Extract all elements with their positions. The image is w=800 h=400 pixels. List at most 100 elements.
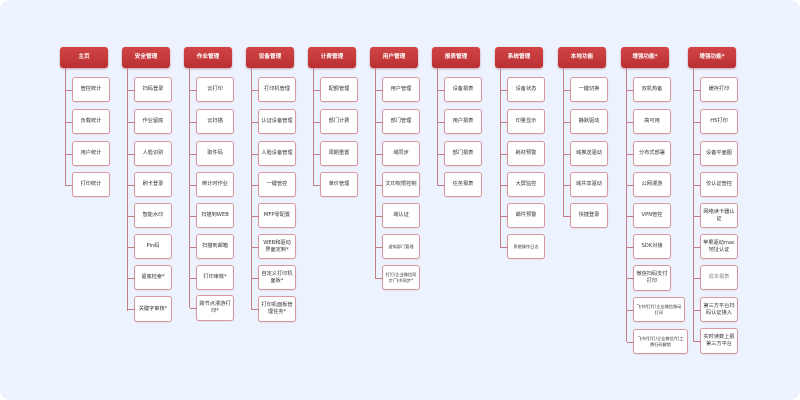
- feature-node: 扫码登录: [128, 77, 172, 102]
- feature-node: 留底检索*: [128, 265, 172, 290]
- feature-node: 飞书/钉钉/企业微信移动打印: [627, 297, 685, 322]
- column-security: 安全管理 扫码登录 作业留底 人脸识别 刷卡登录 智能水印 Pin码 留底检索*…: [122, 47, 172, 322]
- feature-node: 云扫描: [190, 109, 234, 134]
- feature-node: 虚拟部门管理: [376, 234, 420, 259]
- feature-node: 设备状态: [501, 77, 545, 102]
- column-header: 增强功能*: [688, 47, 736, 68]
- feature-node: 负载统计: [66, 109, 110, 134]
- feature-node: 人脸设备管理: [252, 141, 296, 166]
- feature-node: 取件码: [190, 141, 234, 166]
- feature-node: 域认证: [376, 203, 420, 228]
- column-header: 用户管理: [370, 47, 418, 68]
- column-header: 计费管理: [308, 47, 356, 68]
- feature-node: 仅认证管控: [694, 172, 738, 197]
- feature-node: 苹果驱动mac地址认证: [694, 234, 738, 259]
- feature-node: 配额管理: [314, 77, 358, 102]
- feature-node: H5打印: [694, 109, 738, 134]
- feature-node: 快捷登录: [564, 203, 608, 228]
- feature-node: 钉钉/企业微信同步/飞书同步*: [376, 265, 420, 290]
- feature-node: 双机热备: [627, 77, 671, 102]
- connector-line: [189, 68, 190, 308]
- feature-node: 一键管控: [252, 172, 296, 197]
- feature-node: 微信扫码支付打印: [627, 265, 671, 291]
- feature-node: 打印机管理: [252, 77, 296, 102]
- feature-node: 智能水印: [128, 203, 172, 228]
- column-billing: 计费管理 配额管理 部门计费 周期重置 单价管理: [308, 47, 358, 197]
- feature-node: 邮件预警: [501, 203, 545, 228]
- column-local: 本地功能 一键切换 静默驱动 域推送驱动 域共享驱动 快捷登录: [558, 47, 608, 228]
- feature-node: 自定义打印机面板*: [252, 265, 296, 290]
- column-enhanced-1: 增强功能* 双机热备 高可用 分布式部署 公网漫游 VPN管控 SDK对接 微信…: [621, 47, 688, 354]
- feature-node: SDK对接: [627, 234, 671, 259]
- connector-line: [65, 68, 66, 186]
- feature-node: 高可用: [627, 109, 671, 134]
- connector-line: [500, 68, 501, 248]
- feature-node: 打印机面板管理任务*: [252, 296, 296, 322]
- column-report: 报表管理 设备报表 用户报表 部门报表 任务报表: [432, 47, 482, 197]
- feature-node: 域推送驱动: [564, 141, 608, 166]
- feature-node: 任务报表: [438, 172, 482, 197]
- column-home: 主页 管控统计 负载统计 用户统计 打印统计: [60, 47, 110, 197]
- connector-line: [693, 68, 694, 342]
- feature-node: 刷卡登录: [128, 172, 172, 197]
- column-enhanced-2: 增强功能* 缓存打印 H5打印 设备平面图 仅认证管控 网络读卡器认证 苹果驱动…: [688, 47, 738, 354]
- column-job: 作业管理 云打印 云扫描 取件码 倒计时作业 扫描到WEB 扫描到邮箱 打印审核…: [184, 47, 234, 321]
- feature-node: MFP零配置: [252, 203, 296, 228]
- feature-node: 用户统计: [66, 141, 110, 166]
- feature-node: 静默驱动: [564, 109, 608, 134]
- feature-node: 打印审核*: [190, 265, 234, 290]
- feature-node: 实时读数上报第三方平台: [694, 328, 738, 354]
- column-device: 设备管理 打印机管理 认证设备管理 人脸设备管理 一键管控 MFP零配置 WEB…: [246, 47, 296, 322]
- feature-node: 云打印: [190, 77, 234, 102]
- connector-line: [437, 68, 438, 186]
- feature-node: 设备平面图: [694, 141, 738, 166]
- column-header: 报表管理: [432, 47, 480, 68]
- feature-node: 大屏监控: [501, 172, 545, 197]
- feature-node: 关键字审核*: [128, 296, 172, 322]
- feature-node: 公网漫游: [627, 172, 671, 197]
- feature-node: 系统操作日志: [501, 234, 545, 259]
- feature-node: WEB和驱动界面定制*: [252, 234, 296, 259]
- column-header: 增强功能*: [621, 47, 669, 68]
- feature-node: 部门管理: [376, 109, 420, 134]
- feature-node: 扫描到邮箱: [190, 234, 234, 259]
- feature-node: 印量显示: [501, 109, 545, 134]
- column-header: 主页: [60, 47, 108, 68]
- connector-line: [251, 68, 252, 310]
- connector-line: [563, 68, 564, 217]
- feature-node: 分布式部署: [627, 141, 671, 166]
- feature-node: 第三方平台扫码认证接入: [694, 297, 738, 322]
- column-system: 系统管理 设备状态 印量显示 耗材预警 大屏监控 邮件预警 系统操作日志: [495, 47, 545, 259]
- column-header: 本地功能: [558, 47, 606, 68]
- column-header: 系统管理: [495, 47, 543, 68]
- column-header: 安全管理: [122, 47, 170, 68]
- feature-node: 缓存打印: [694, 77, 738, 102]
- connector-line: [127, 68, 128, 311]
- feature-node: 人脸识别: [128, 141, 172, 166]
- feature-node: 网络读卡器认证: [694, 203, 738, 228]
- feature-node: 扫描到WEB: [190, 203, 234, 228]
- feature-node: VPN管控: [627, 203, 671, 228]
- feature-node: 飞书/钉钉/企业微信/钉工牌扫码解锁: [627, 329, 688, 354]
- feature-node: 成本报表: [694, 265, 738, 290]
- connector-line: [626, 68, 627, 342]
- feature-node: 域同步: [376, 141, 420, 166]
- column-header: 设备管理: [246, 47, 294, 68]
- feature-node: 用户管理: [376, 77, 420, 102]
- feature-node: 周期重置: [314, 141, 358, 166]
- feature-node: 文印权限控制: [376, 172, 420, 197]
- feature-node: 域共享驱动: [564, 172, 608, 197]
- feature-node: 耗材预警: [501, 141, 545, 166]
- connector-line: [375, 68, 376, 279]
- feature-node: 作业留底: [128, 109, 172, 134]
- feature-node: 一键切换: [564, 77, 608, 102]
- feature-node: 管控统计: [66, 77, 110, 102]
- feature-node: 打印统计: [66, 172, 110, 197]
- feature-node: 跨节点漫游打印*: [190, 295, 234, 321]
- column-header: 作业管理: [184, 47, 232, 68]
- feature-node: 认证设备管理: [252, 109, 296, 134]
- feature-node: 单价管理: [314, 172, 358, 197]
- connector-line: [313, 68, 314, 186]
- feature-node: 部门报表: [438, 141, 482, 166]
